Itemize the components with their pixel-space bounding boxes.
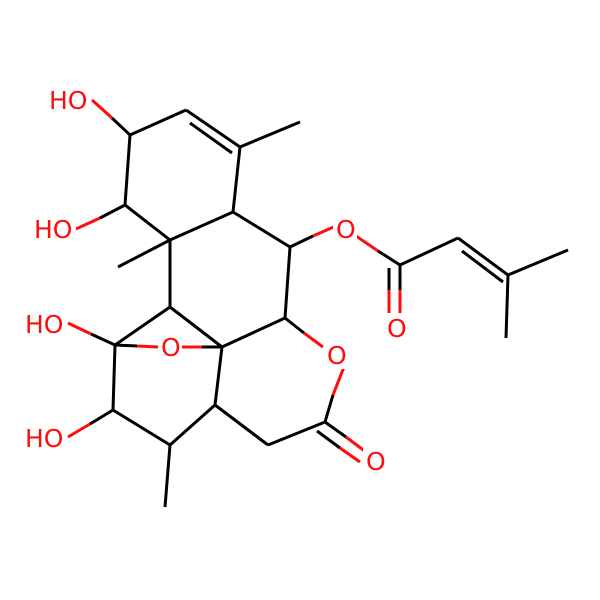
bond-a3 <box>231 146 242 213</box>
bond-a1 <box>129 108 187 137</box>
bond-l2 <box>323 394 335 423</box>
lactone-ring-oxygen-label: O <box>327 341 347 370</box>
bond-bridge-1-c <box>114 343 138 348</box>
bond-l2-o <box>331 366 346 396</box>
bond-ester-o <box>312 224 337 238</box>
bond-a5 <box>124 203 171 242</box>
bond-l1-o <box>303 331 324 349</box>
bond-a4 <box>169 210 234 242</box>
bond-bridge-1-o <box>136 344 159 349</box>
lactone-carbonyl-oxygen-label: O <box>366 447 386 476</box>
bond-carbonyl <box>324 420 347 439</box>
bond-methyl-alkene-2 <box>504 274 510 339</box>
bond-l5 <box>213 346 224 406</box>
bond-c4 <box>114 305 171 347</box>
bond-l4 <box>214 403 269 447</box>
o-lactone-carbonyl-bg <box>363 447 387 475</box>
bond-b1 <box>232 210 291 249</box>
bond-ester-c2 <box>377 249 401 267</box>
bond-methyl-angular <box>117 238 171 269</box>
bond-l3 <box>267 420 326 447</box>
bond-l1 <box>284 316 305 335</box>
bond-ester-o2 <box>355 234 379 253</box>
bond-ester-chain <box>399 236 459 267</box>
hydroxyl-label-lower-left: HO <box>25 424 63 453</box>
oh-top-bg <box>47 86 91 114</box>
hydroxyl-label-middle-left: HO <box>25 310 63 339</box>
bond-oh-ml-c <box>90 332 116 347</box>
bond-b3 <box>221 316 286 349</box>
o-ester-link-bg <box>333 215 357 243</box>
bond-methyl-a <box>239 120 301 149</box>
bond-oh-ul-c <box>99 203 126 220</box>
hydroxyl-label-upper-left: HO <box>34 215 72 244</box>
ester-link-oxygen-label: O <box>336 215 356 244</box>
bond-b2 <box>283 246 292 319</box>
bond-c2 <box>112 408 171 447</box>
bond-oh-ll-o <box>67 422 91 439</box>
bond-alkene-inner <box>461 249 504 284</box>
bond-oh-ul-o <box>75 216 101 231</box>
bond-c1 <box>169 403 216 447</box>
bond-a2-double-inner <box>189 121 233 155</box>
bond-layer <box>67 98 569 508</box>
bond-b4 <box>169 305 223 349</box>
bond-methyl-c <box>163 444 172 508</box>
bond-a2-double <box>185 108 241 149</box>
oh-upper-left-bg <box>32 215 76 243</box>
hydroxyl-label-top: HO <box>49 86 87 115</box>
o-bridge-bg <box>158 333 182 361</box>
bond-alkene <box>457 236 509 277</box>
bond-oh-top-o <box>90 98 114 120</box>
bond-oh-ll-c <box>89 408 114 426</box>
bond-a6 <box>123 134 132 206</box>
bond-methyl-alkene-1 <box>507 248 569 277</box>
atom-label-layer: HO HO HO HO O O O O O <box>23 86 408 476</box>
bond-carbonyl-o-b <box>339 446 361 464</box>
bond-c3 <box>111 344 117 411</box>
oh-lower-left-bg <box>23 424 67 452</box>
bond-ester-c <box>289 234 314 249</box>
bond-oh-top-c <box>110 116 132 137</box>
bond-carbonyl-b <box>316 429 341 450</box>
oh-middle-left-bg <box>23 310 67 338</box>
ester-carbonyl-oxygen-label: O <box>387 314 407 343</box>
bridge-oxygen-label: O <box>161 333 181 362</box>
bond-carbonyl-o <box>345 435 367 454</box>
bond-oh-ml-o <box>67 321 92 336</box>
o-ester-carbonyl-bg <box>384 314 408 342</box>
o-lactone-ring-bg <box>324 341 348 369</box>
